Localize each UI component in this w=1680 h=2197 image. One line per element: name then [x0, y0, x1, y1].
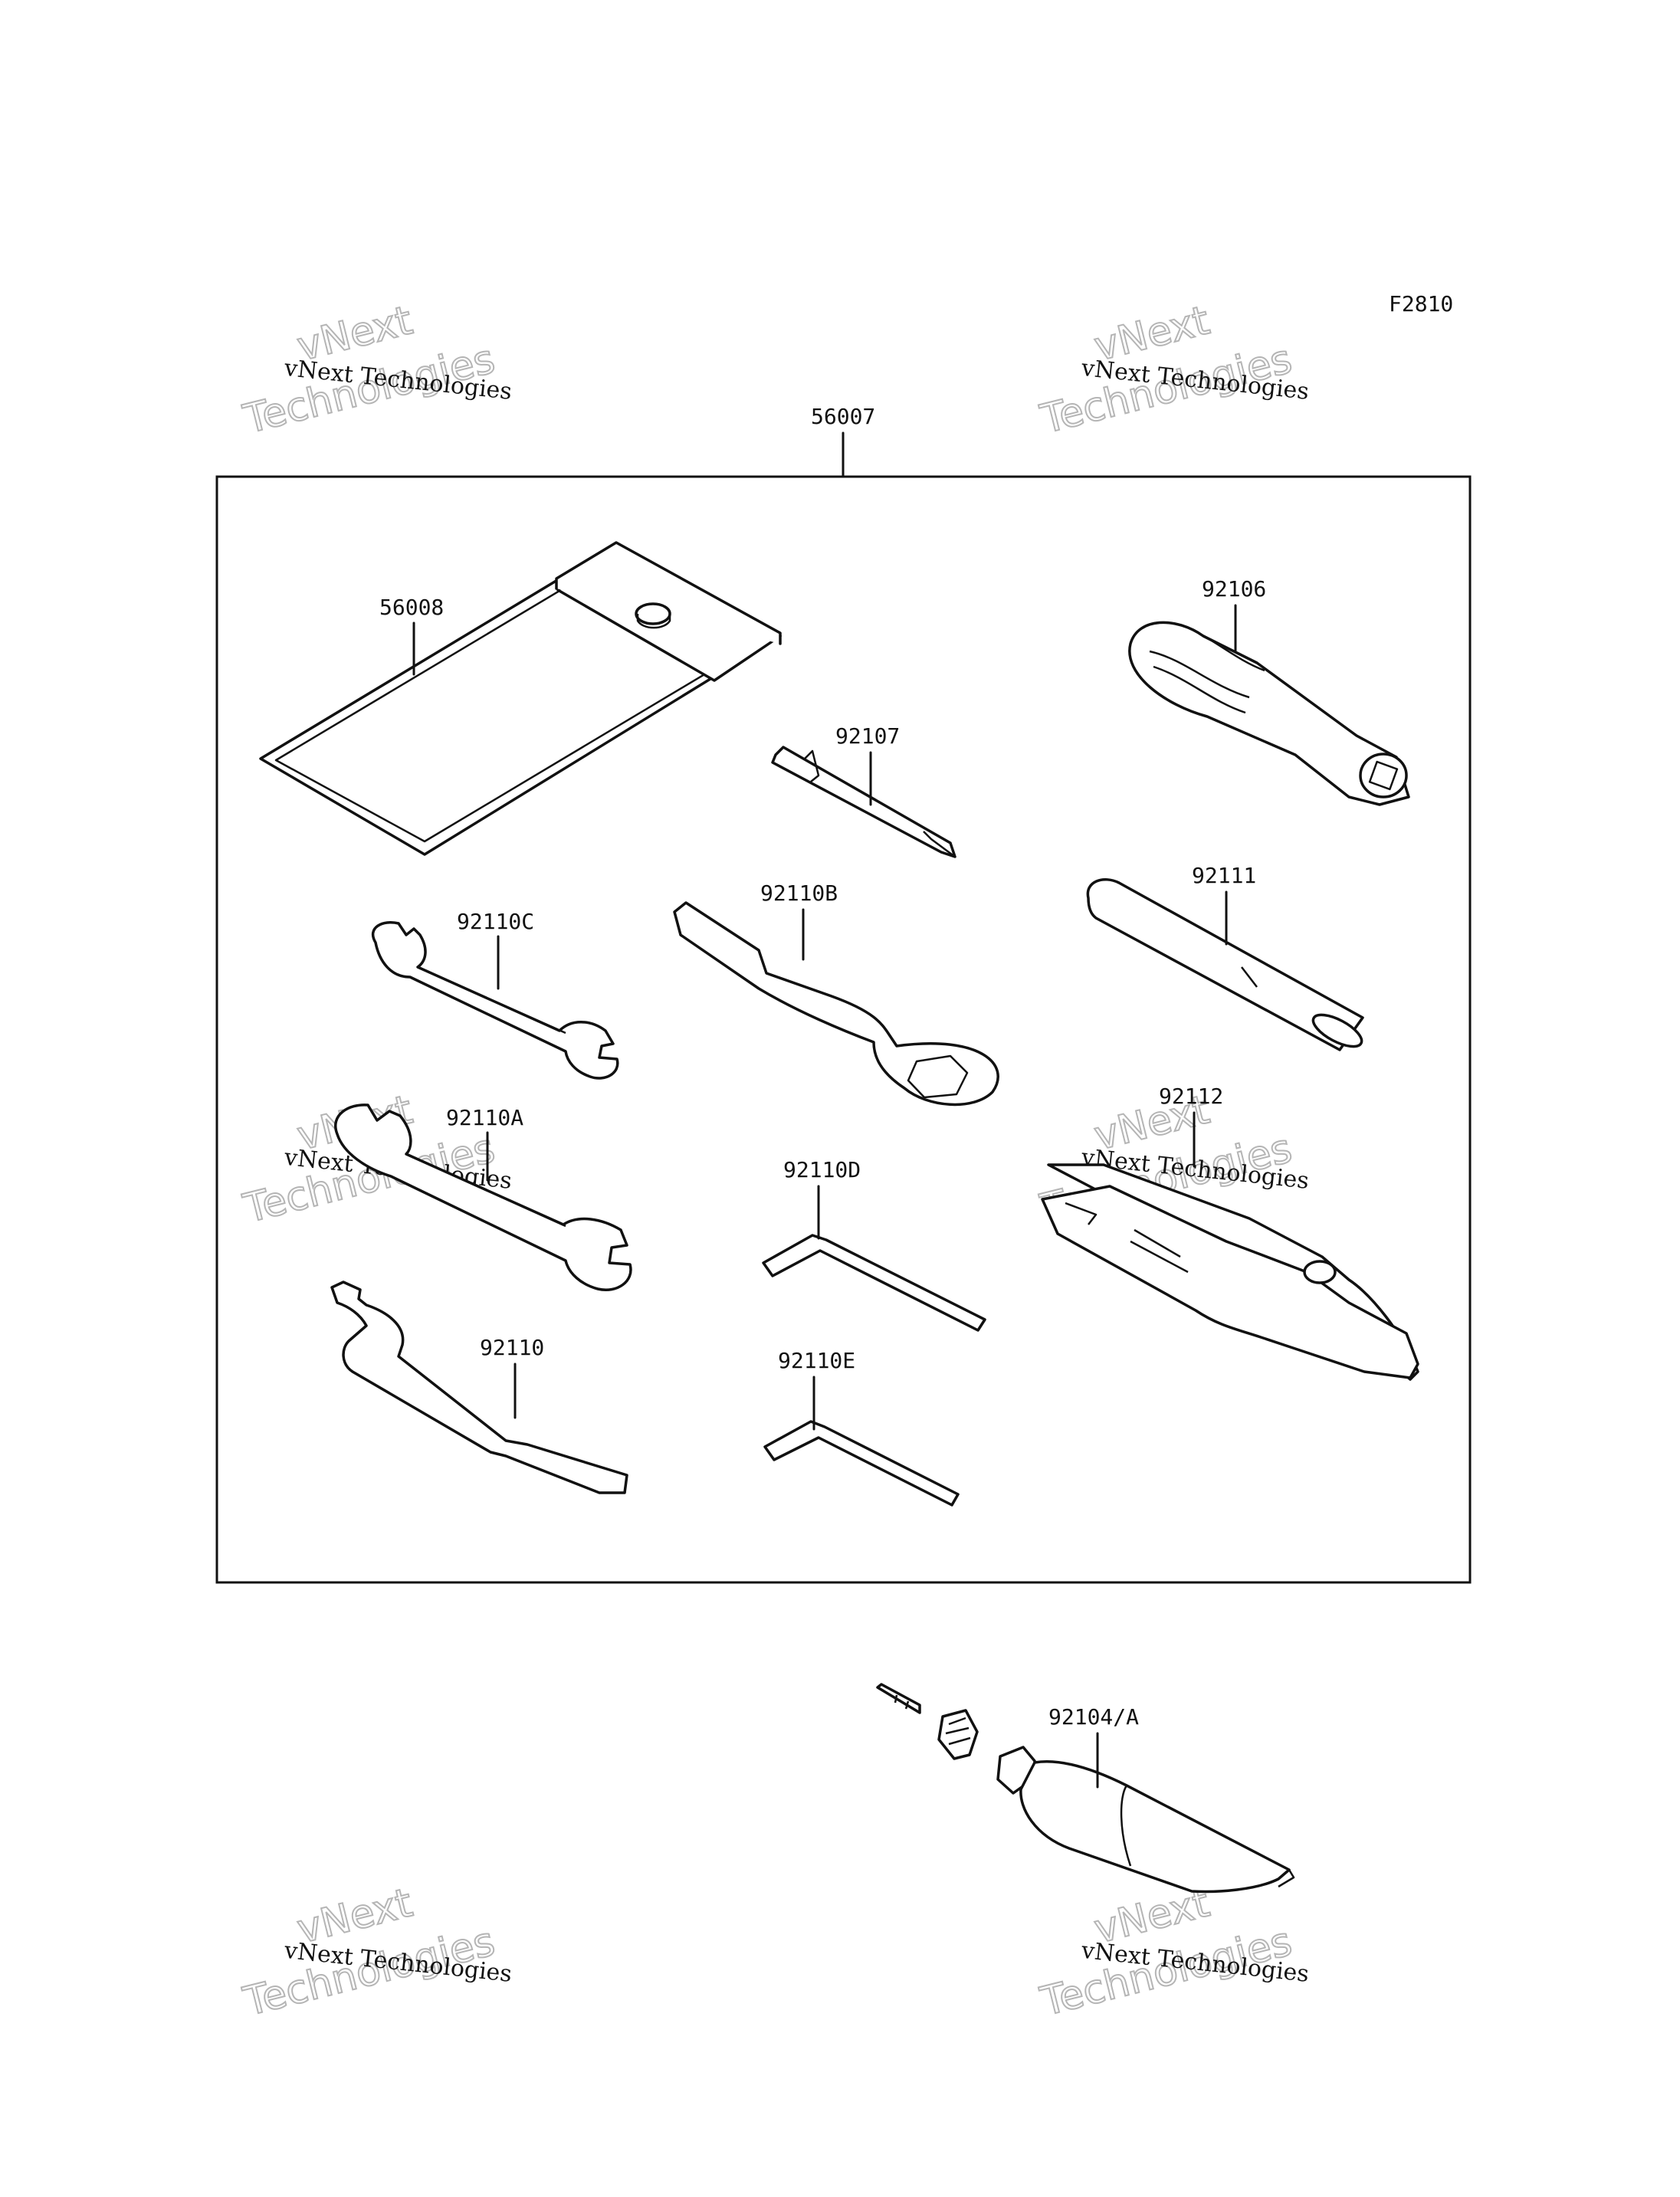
label-92111: 92111 — [1192, 863, 1256, 888]
hook-spanner — [330, 1280, 628, 1494]
tool-pouch — [259, 541, 782, 856]
label-92110b: 92110B — [760, 880, 838, 906]
screwdriver-bit — [771, 746, 956, 858]
tire-repair-kit — [876, 1683, 1295, 1894]
watermark: vNext Technologies vNext Technologies — [1035, 1879, 1311, 2026]
hex-key-92110d — [762, 1234, 986, 1332]
label-92110: 92110 — [480, 1335, 544, 1360]
wrench-92110a — [334, 1103, 632, 1291]
watermark: vNext Technologies vNext Technologies — [238, 297, 514, 444]
label-92110a: 92110A — [446, 1105, 523, 1130]
screwdriver-grip — [1128, 621, 1410, 806]
wrench-92110c — [371, 921, 619, 1080]
label-92110c: 92110C — [457, 909, 534, 934]
label-92107: 92107 — [835, 723, 900, 749]
label-92112: 92112 — [1159, 1084, 1223, 1109]
label-92106: 92106 — [1202, 576, 1266, 602]
hex-key-92110e — [763, 1420, 960, 1507]
label-92104a: 92104/A — [1048, 1704, 1139, 1730]
extension-bar — [1086, 878, 1364, 1051]
pliers — [1041, 1163, 1419, 1381]
watermark: vNext Technologies vNext Technologies — [238, 1879, 514, 2026]
ring-wrench-92110b — [673, 901, 999, 1107]
label-56008: 56008 — [379, 595, 444, 620]
label-92110e: 92110E — [778, 1348, 855, 1373]
label-92110d: 92110D — [783, 1157, 861, 1182]
figure-code: F2810 — [1389, 291, 1453, 316]
label-56007: 56007 — [811, 404, 875, 429]
watermark: vNext Technologies vNext Technologies — [1035, 297, 1311, 444]
